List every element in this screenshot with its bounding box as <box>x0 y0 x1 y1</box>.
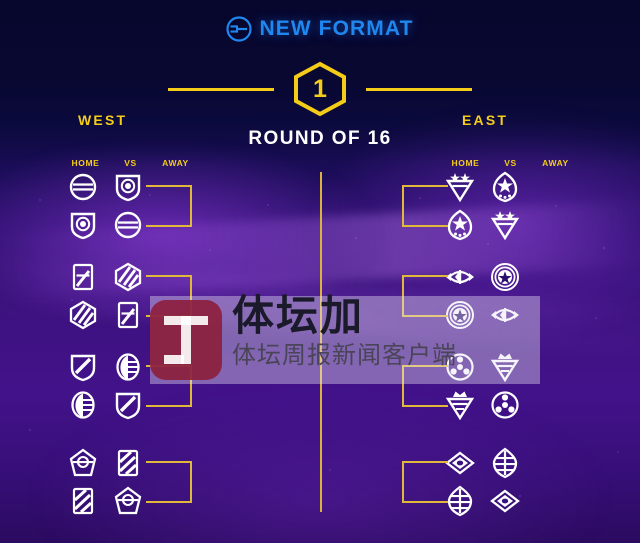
bracket-connector <box>402 365 448 407</box>
circle-half-lines-crest-icon[interactable] <box>113 352 143 382</box>
watermark-title: 体坛加 <box>232 291 365 340</box>
match-group <box>58 448 308 515</box>
triangle-twostar-crest-icon[interactable] <box>490 209 520 240</box>
col-vs-east: VS <box>504 158 517 168</box>
shield-band-crest-icon[interactable] <box>113 390 143 420</box>
pentagon-ring-crest-icon[interactable] <box>113 486 143 516</box>
hex-stripes-crest-icon[interactable] <box>113 262 143 292</box>
circle-half-lines-crest-icon[interactable] <box>68 390 98 420</box>
oval-grid-crest-icon[interactable] <box>445 485 475 517</box>
brand-header: NEW FORMAT <box>0 16 640 42</box>
pentagon-ring-crest-icon[interactable] <box>68 448 98 478</box>
round-number: 1 <box>313 74 327 103</box>
shield-band-crest-icon[interactable] <box>68 352 98 382</box>
col-home-east: HOME <box>451 158 480 168</box>
page-title: ROUND OF 16 <box>248 128 392 149</box>
column-headers-east: HOME VS AWAY <box>443 158 578 168</box>
bracket-east <box>400 170 640 520</box>
background-top-shade <box>0 0 640 163</box>
bracket-connector <box>146 185 192 227</box>
shield-ring-crest-icon[interactable] <box>113 172 143 202</box>
diamond-layers-crest-icon[interactable] <box>490 486 520 516</box>
triangle-crown-crest-icon[interactable] <box>445 390 475 420</box>
bracket-circle-icon <box>226 16 253 42</box>
col-vs-west: VS <box>124 158 137 168</box>
hex-stripes-crest-icon[interactable] <box>68 300 98 330</box>
badge-line-left <box>168 88 274 91</box>
bracket-connector <box>402 461 448 503</box>
col-home-west: HOME <box>71 158 100 168</box>
bracket-connector <box>402 275 448 317</box>
column-headers-west: HOME VS AWAY <box>63 158 198 168</box>
match-group <box>400 447 640 517</box>
diamond-layers-crest-icon[interactable] <box>445 448 475 478</box>
oval-grid-crest-icon[interactable] <box>490 447 520 479</box>
col-away-west: AWAY <box>162 158 189 168</box>
conference-label-west: WEST <box>78 112 128 128</box>
match-group <box>400 171 640 241</box>
round-hex-badge: 1 <box>292 61 348 117</box>
eye-arrows-crest-icon[interactable] <box>444 262 476 292</box>
bracket-connector <box>146 461 192 503</box>
oval-star-crest-icon[interactable] <box>445 209 475 241</box>
triangle-twostar-crest-icon[interactable] <box>445 171 475 202</box>
watermark-text: 体坛加 体坛周报新闻客户端 <box>232 292 457 370</box>
col-away-east: AWAY <box>542 158 569 168</box>
circle-bar-crest-icon[interactable] <box>113 210 143 240</box>
badge-line-right <box>366 88 472 91</box>
tiyujia-app-logo-icon <box>150 296 226 384</box>
center-divider <box>320 172 322 512</box>
circle-atom-crest-icon[interactable] <box>490 390 520 420</box>
rect-stripe-crest-icon[interactable] <box>113 300 143 330</box>
circle-star-rings-crest-icon[interactable] <box>490 262 520 292</box>
rect-diagonals-crest-icon[interactable] <box>68 486 98 516</box>
round-badge-row: 1 <box>0 61 640 117</box>
conference-label-east: EAST <box>462 112 509 128</box>
bracket-connector <box>402 185 448 227</box>
match-group <box>58 172 308 240</box>
watermark: 体坛加 体坛周报新闻客户端 <box>150 292 540 384</box>
watermark-subtitle: 体坛周报新闻客户端 <box>232 341 457 369</box>
oval-star-crest-icon[interactable] <box>490 171 520 203</box>
circle-bar-crest-icon[interactable] <box>68 172 98 202</box>
match-group <box>400 352 640 420</box>
brand-title: NEW FORMAT <box>259 17 414 40</box>
rect-diagonals-crest-icon[interactable] <box>113 448 143 478</box>
rect-stripe-crest-icon[interactable] <box>68 262 98 292</box>
shield-ring-crest-icon[interactable] <box>68 210 98 240</box>
match-group <box>400 262 640 329</box>
